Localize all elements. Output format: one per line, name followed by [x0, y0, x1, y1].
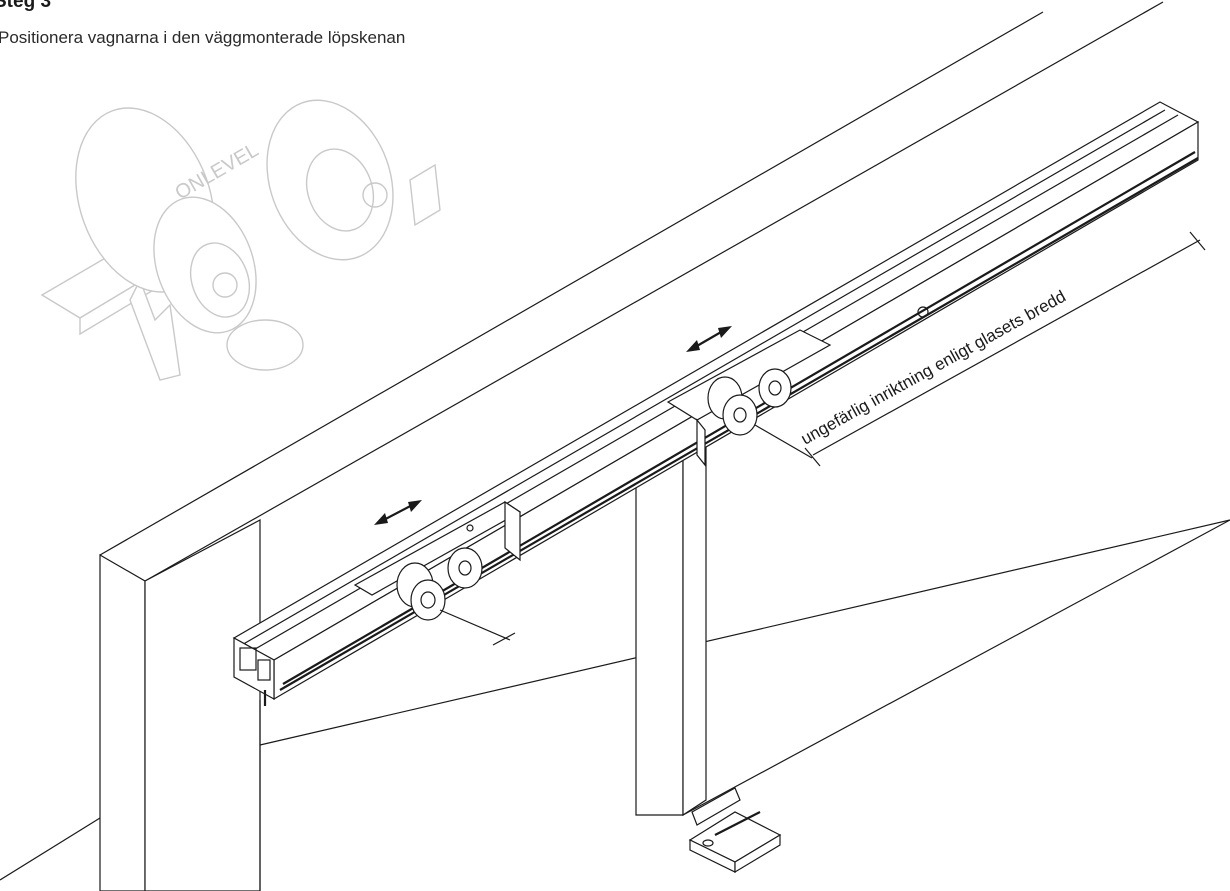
- carriage-right: [707, 368, 813, 459]
- left-post: [99, 519, 261, 891]
- carriage-left: [396, 547, 516, 646]
- floor-guide-icon: [688, 787, 782, 874]
- step-title: Steg 3: [0, 0, 52, 12]
- step-subtitle: Positionera vagnarna i den väggmonterade…: [0, 28, 406, 47]
- double-arrow-icon: [686, 326, 732, 352]
- carriage-detail-icon: [40, 99, 441, 381]
- dimension-line: [804, 231, 1206, 467]
- double-arrow-icon: [374, 500, 422, 525]
